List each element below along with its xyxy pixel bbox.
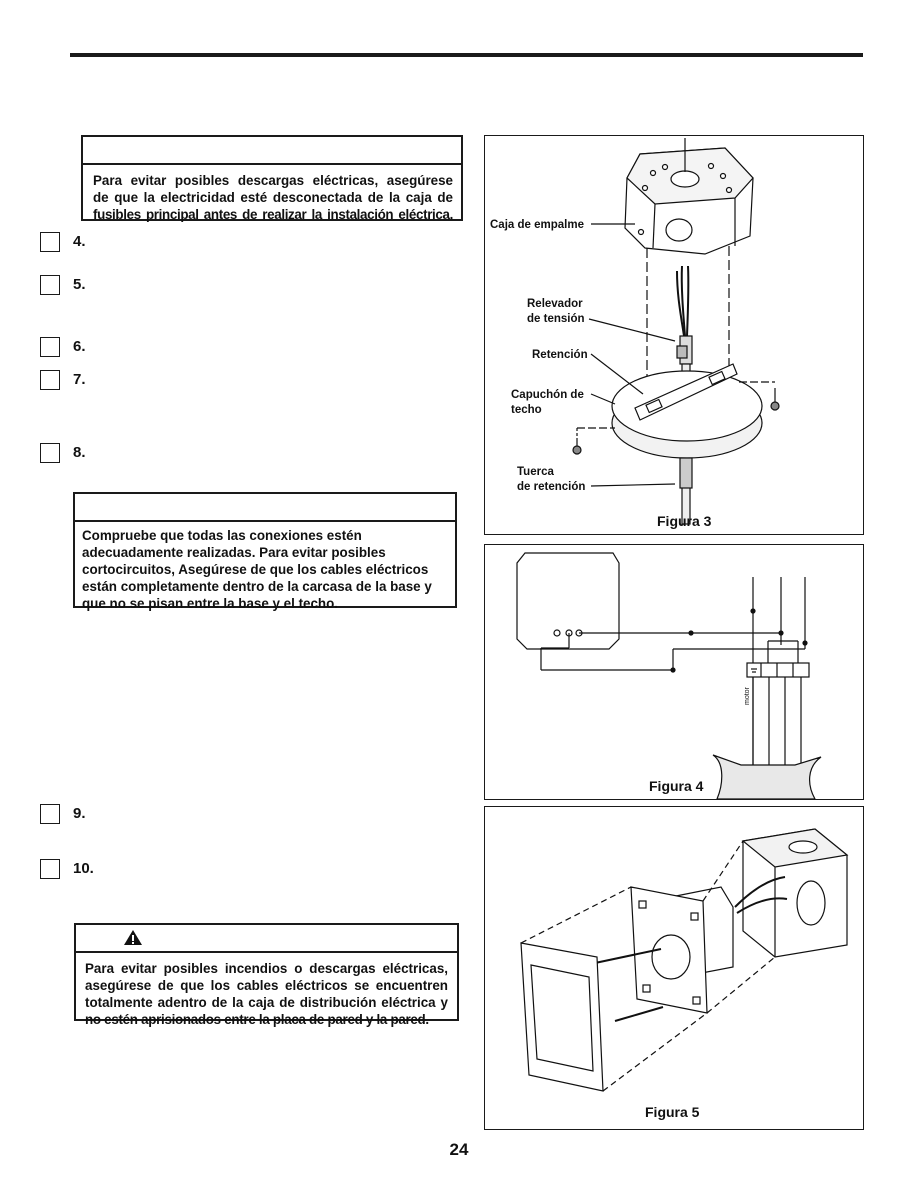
step-number: 4. bbox=[73, 233, 86, 250]
warning-line: totalmente adentro de la caja de distrib… bbox=[85, 995, 448, 1010]
warning-text: Para evitar posibles incendios o descarg… bbox=[76, 953, 457, 1028]
figure-3-diagram: Caja de empalme Relevador de tensión Ret… bbox=[490, 138, 780, 529]
electrical-notice-box: Para evitar posibles descargas eléctrica… bbox=[81, 135, 463, 223]
warning-line: no estén aprisionados entre la placa de … bbox=[85, 1012, 429, 1027]
label-nut-1: Tuerca bbox=[517, 466, 554, 478]
notice-text: Compruebe que todas las conexiones estén… bbox=[75, 522, 455, 612]
figure-5: Figura 5 bbox=[484, 806, 864, 1130]
label-nut-2: de retención bbox=[517, 481, 585, 493]
receiver-box bbox=[516, 552, 620, 650]
notice-line: cortocircuitos, Asegúrese de que los cab… bbox=[82, 562, 429, 577]
label-retention: Retención bbox=[532, 349, 588, 361]
figure-3: Caja de empalme Relevador de tensión Ret… bbox=[484, 135, 864, 535]
notice-header bbox=[83, 137, 461, 165]
connections-notice-box: Compruebe que todas las conexiones estén… bbox=[73, 492, 457, 611]
header-rule bbox=[70, 53, 863, 57]
figure-5-title: Figura 5 bbox=[645, 1104, 700, 1120]
step-checkbox[interactable] bbox=[40, 370, 60, 390]
notice-header bbox=[75, 494, 455, 522]
warning-triangle-icon bbox=[124, 930, 142, 945]
step-number: 6. bbox=[73, 338, 86, 355]
warning-line: Para evitar posibles incendios o descarg… bbox=[85, 961, 448, 976]
label-canopy-2: techo bbox=[511, 404, 542, 416]
step-number: 9. bbox=[73, 805, 86, 822]
figure-5-diagram: Figura 5 bbox=[520, 828, 849, 1120]
step-checkbox[interactable] bbox=[40, 859, 60, 879]
warning-line: asegúrese de que los cables eléctricos s… bbox=[85, 978, 448, 993]
figure-4-title: Figura 4 bbox=[649, 778, 704, 794]
step-checkbox[interactable] bbox=[40, 804, 60, 824]
notice-line: que no se pisan entre la base y el techo… bbox=[82, 596, 338, 611]
notice-line: Para evitar posibles descargas eléctrica… bbox=[93, 173, 453, 188]
notice-text: Para evitar posibles descargas eléctrica… bbox=[83, 165, 461, 223]
step-checkbox[interactable] bbox=[40, 337, 60, 357]
step-checkbox[interactable] bbox=[40, 443, 60, 463]
step-number: 10. bbox=[73, 860, 94, 877]
figure-4: motor Figura 4 bbox=[484, 544, 864, 800]
label-canopy-1: Capuchón de bbox=[511, 389, 584, 401]
notice-line: Compruebe que todas las conexiones estén bbox=[82, 528, 362, 543]
warning-header bbox=[76, 925, 457, 953]
step-number: 7. bbox=[73, 371, 86, 388]
step-checkbox[interactable] bbox=[40, 275, 60, 295]
notice-line: adecuadamente realizadas. Para evitar po… bbox=[82, 545, 386, 560]
figure-3-title: Figura 3 bbox=[657, 513, 712, 529]
notice-line: fusibles principal antes de realizar la … bbox=[93, 207, 453, 222]
label-strain-relief-1: Relevador bbox=[527, 298, 583, 310]
notice-line: están completamente dentro de la carcasa… bbox=[82, 579, 432, 594]
step-number: 8. bbox=[73, 444, 86, 461]
motor-label: motor bbox=[744, 686, 751, 705]
notice-line: de que la electricidad esté desconectada… bbox=[93, 190, 453, 205]
label-strain-relief-2: de tensión bbox=[527, 313, 585, 325]
figure-4-wiring-diagram: motor Figura 4 bbox=[516, 552, 822, 799]
step-checkbox[interactable] bbox=[40, 232, 60, 252]
step-number: 5. bbox=[73, 276, 86, 293]
label-junction-box: Caja de empalme bbox=[490, 219, 584, 231]
page-number: 24 bbox=[449, 1140, 469, 1159]
warning-notice-box: Para evitar posibles incendios o descarg… bbox=[74, 923, 459, 1027]
